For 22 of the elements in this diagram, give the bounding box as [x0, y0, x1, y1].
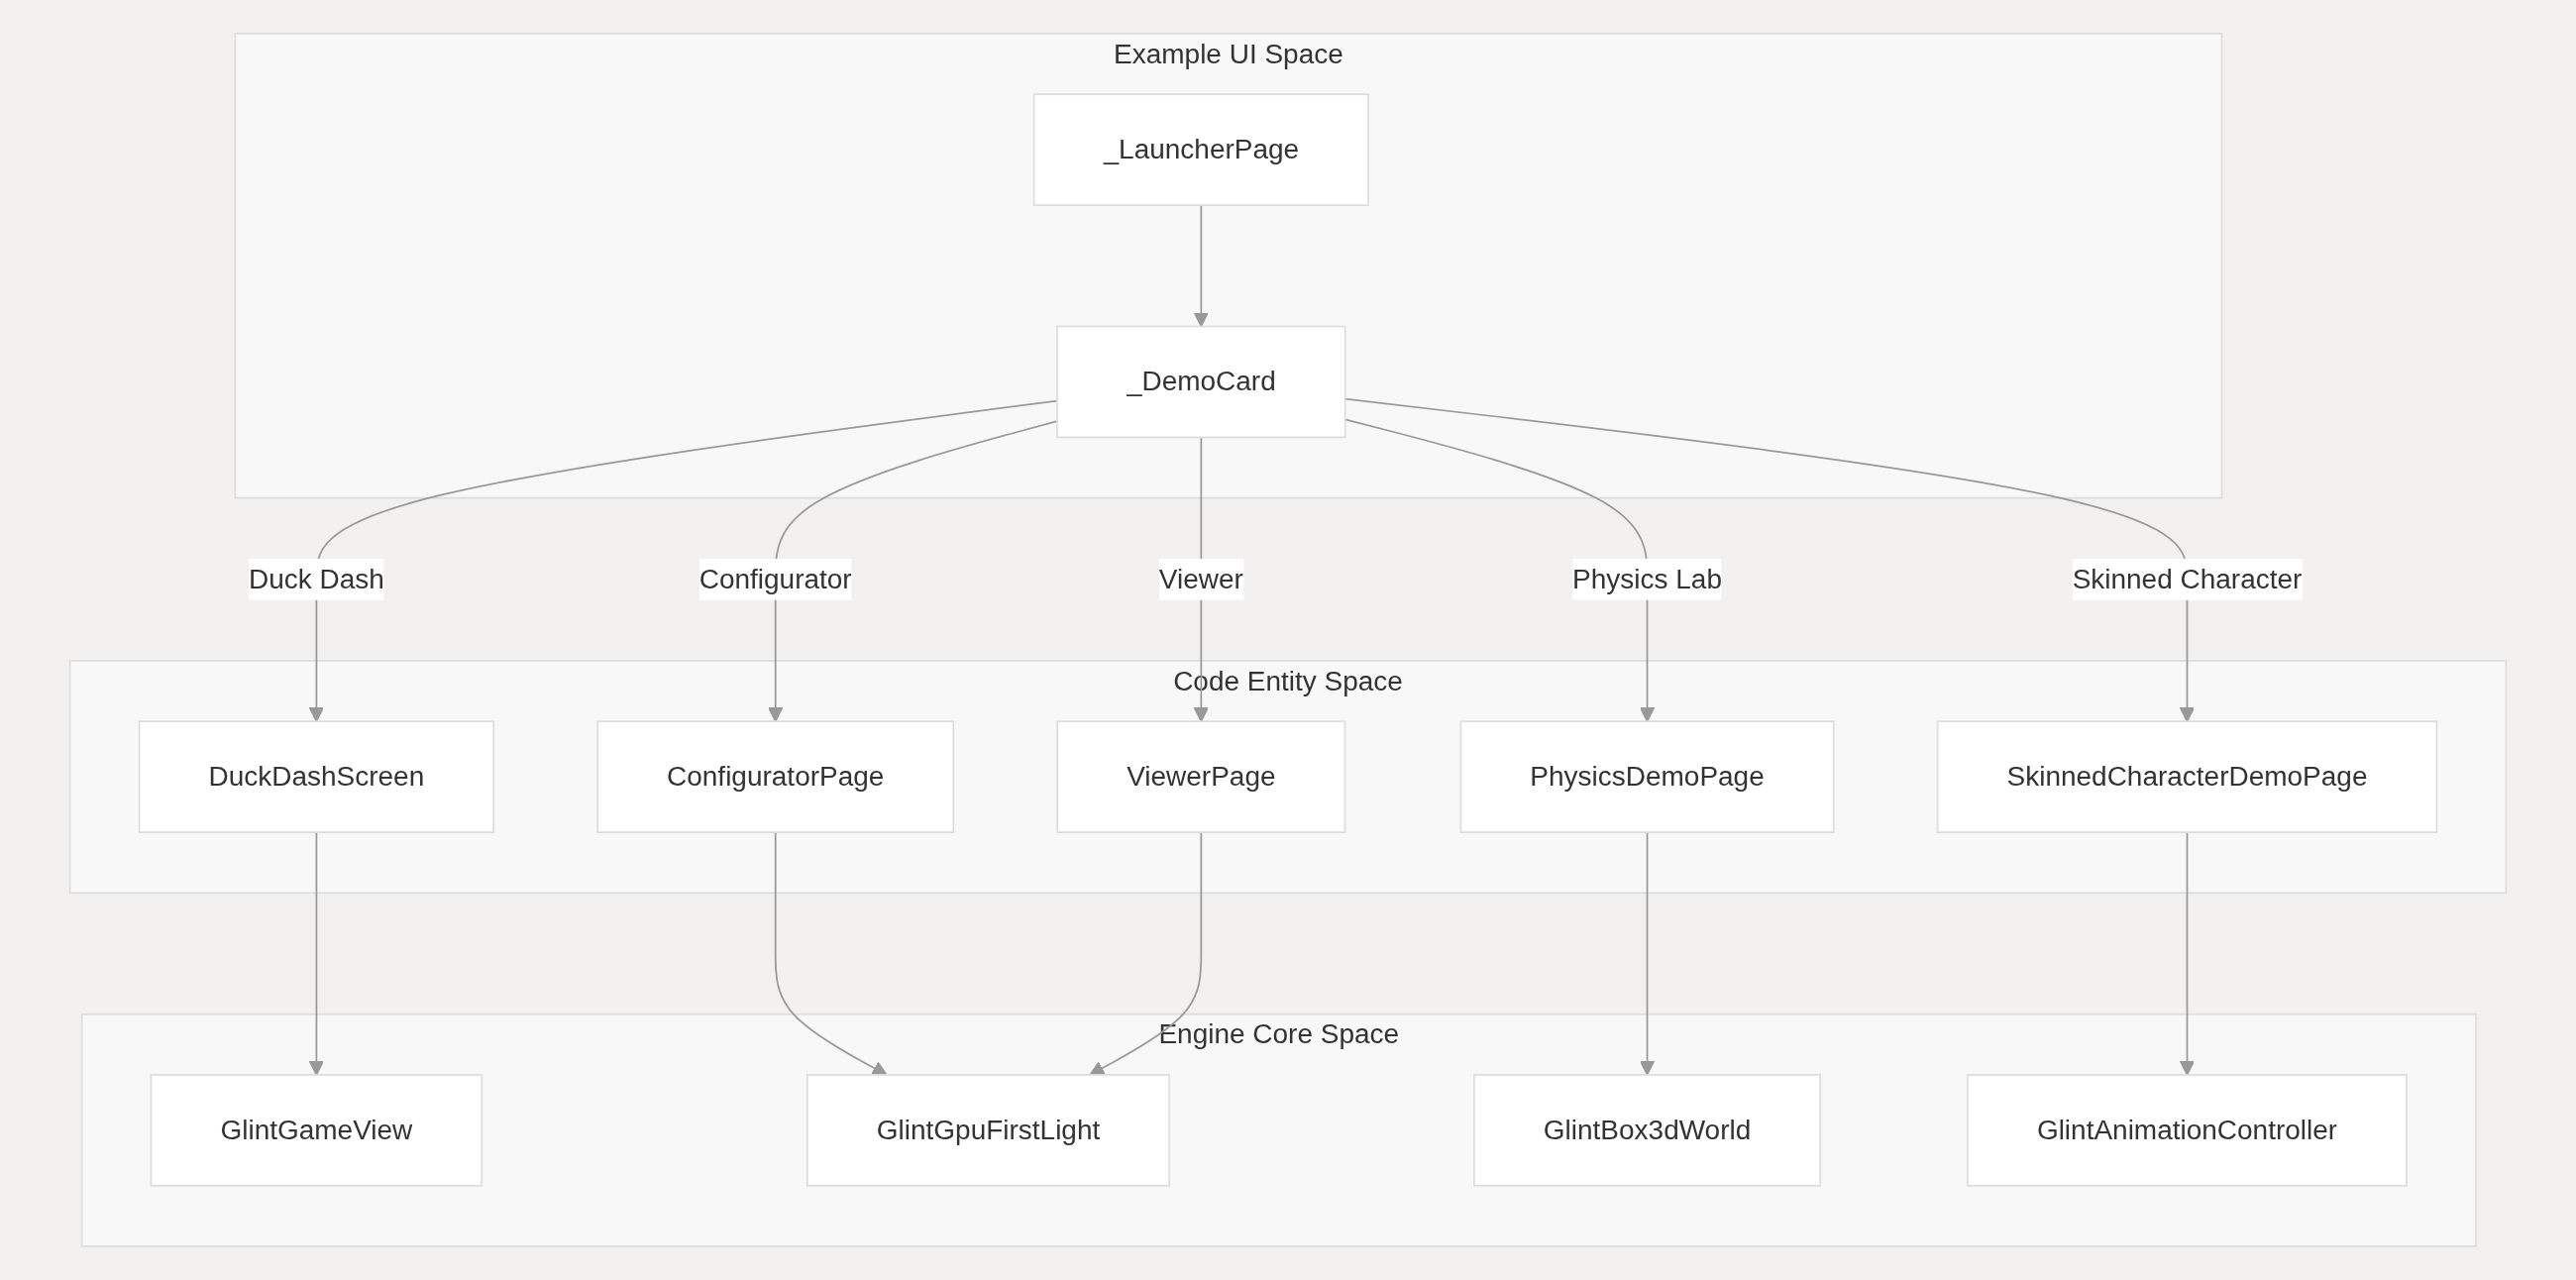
node-box: ConfiguratorPage: [596, 720, 955, 833]
edge-label: Skinned Character: [2072, 564, 2303, 593]
edge-label: Physics Lab: [1572, 564, 1722, 593]
arrow: [1089, 831, 1203, 1076]
node-box: GlintGpuFirstLight: [805, 1074, 1171, 1187]
arrow: [1193, 204, 1210, 328]
edge-label: Configurator: [698, 564, 852, 593]
node-box: _DemoCard: [1056, 325, 1346, 439]
node-box: _LauncherPage: [1032, 93, 1369, 206]
edge-label: Duck Dash: [248, 564, 384, 593]
node-box: SkinnedCharacterDemoPage: [1936, 720, 2438, 833]
edge-label: Viewer: [1158, 564, 1243, 593]
node-box: GlintGameView: [150, 1074, 483, 1187]
node-box: ViewerPage: [1056, 720, 1346, 833]
arrow: [774, 831, 888, 1076]
arrow: [2179, 831, 2196, 1076]
node-box: DuckDashScreen: [138, 720, 495, 833]
node-box: GlintBox3dWorld: [1473, 1074, 1822, 1187]
arrow: [308, 831, 325, 1076]
node-box: PhysicsDemoPage: [1459, 720, 1835, 833]
node-box: GlintAnimationController: [1967, 1074, 2408, 1187]
arrow: [1639, 831, 1656, 1076]
